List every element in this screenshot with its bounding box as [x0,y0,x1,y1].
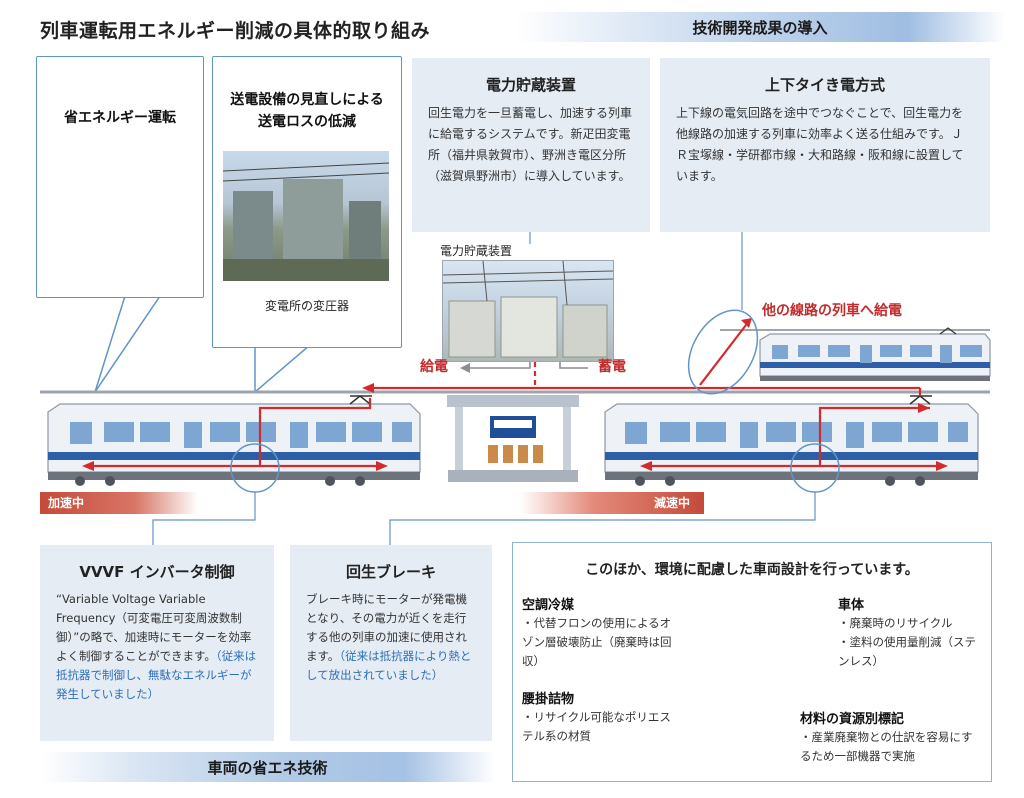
material-text: ・産業廃棄物との仕訳を容易にするため一部機器で実施 [800,730,973,763]
train-other-line [759,327,991,381]
power-flow-lines [82,318,948,471]
env-title: このほか、環境に配慮した車両設計を行っています。 [585,562,919,578]
panel-tie: 上下タイき電方式 上下線の電気回路を途中でつなぐことで、回生電力を他線路の加速す… [660,58,990,232]
body-label: 車体 [838,598,865,613]
seat-text: ・リサイクル可能なポリエステル系の材質 [522,710,671,743]
vvvf-title: VVVF インバータ制御 [79,563,235,581]
callout-eco-driving: 省エネルギー運転 [36,56,204,298]
vehicle-banner: 車両の省エネ技術 [40,752,495,782]
tie-body: 上下線の電気回路を途中でつなぐことで、回生電力を他線路の加速する列車に効率よく送… [676,106,964,183]
aircon-label: 空調冷媒 [522,598,575,613]
vvvf-body: “Variable Voltage Variable Frequency（可変電… [56,592,252,663]
connector-lines [152,232,816,545]
power-line-title: 送電設備の見直しによる 送電ロスの低減 [230,92,384,130]
seat-label: 腰掛詰物 [522,692,575,707]
eco-driving-title: 省エネルギー運転 [64,110,176,126]
storage-photo [442,260,614,362]
transformer-drawing [223,162,389,281]
train-accelerating [47,395,421,486]
callout-power-line: 送電設備の見直しによる 送電ロスの低減 変電所の変圧器 [212,56,402,348]
decelerating-tag: 減速中 [520,492,704,514]
storage-body: 回生電力を一旦蓄電し、加速する列車に給電するシステムです。新疋田変電所（福井県敦… [428,106,633,183]
panel-vvvf: VVVF インバータ制御 “Variable Voltage Variable … [40,545,274,741]
panel-regen: 回生ブレーキ ブレーキ時にモーターが発電機となり、その電力が近くを走行する他の列… [290,545,492,741]
other-line-label: 他の線路の列車へ給電 [762,303,902,319]
supply-label: 給電 [420,359,448,375]
tie-highlight-circle [687,309,759,395]
tech-banner: 技術開発成果の導入 [515,12,1005,42]
callout-tail-left [94,295,162,393]
storage-photo-caption: 電力貯蔵装置 [440,244,513,258]
storage-title: 電力貯蔵装置 [485,76,576,94]
transformer-caption: 変電所の変圧器 [264,299,349,313]
accelerating-tag: 加速中 [40,492,198,514]
main-title: 列車運転用エネルギー削減の具体的取り組み [40,20,431,42]
callout-tail-right [254,344,313,394]
charge-label: 蓄電 [598,359,626,375]
vvvf-note: （従来は抵抗器で制御し、無駄なエネルギーが発生していました） [56,649,257,701]
regen-body: ブレーキ時にモーターが発電機となり、その電力が近くを走行する他の列車の加速に使用… [306,592,467,663]
panel-storage: 電力貯蔵装置 回生電力を一旦蓄電し、加速する列車に給電するシステムです。新疋田変… [412,58,650,232]
tie-title: 上下タイき電方式 [764,76,885,94]
train-decelerating [604,395,979,486]
regen-title: 回生ブレーキ [345,563,436,581]
regen-note: （従来は抵抗器により熱として放出されていました） [306,649,472,682]
env-design-box: このほか、環境に配慮した車両設計を行っています。 [512,542,992,782]
storage-drawing [443,261,613,358]
material-label: 材料の資源別標記 [800,712,905,727]
aircon-text: ・代替フロンの使用によるオゾン層破壊防止（廃棄時は回収） [522,616,672,668]
transformer-photo [223,151,389,281]
station-platform [447,395,579,482]
body-text: ・廃棄時のリサイクル ・塗料の使用量削減（ステンレス） [838,616,976,668]
